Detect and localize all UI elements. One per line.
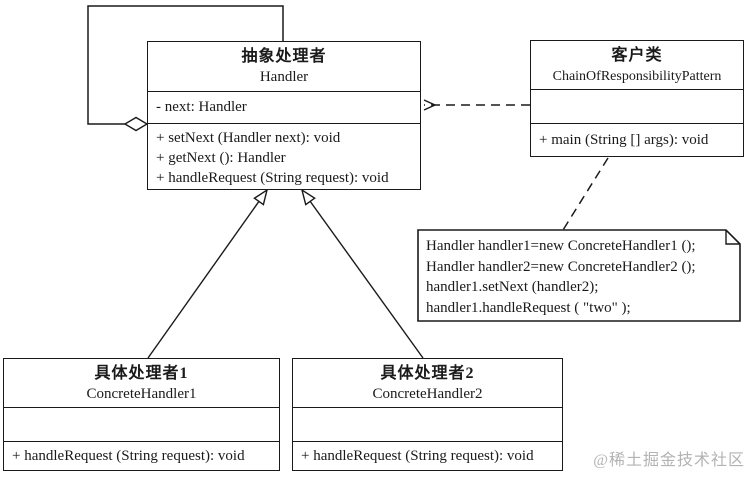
class-concrete-handler1-methods: + handleRequest (String request): void (4, 441, 279, 470)
class-handler-methods: + setNext (Handler next): void + getNext… (148, 123, 420, 189)
class-handler-attributes: - next: Handler (148, 91, 420, 123)
attribute-next: - next: Handler (156, 99, 247, 115)
class-handler: 抽象处理者 Handler - next: Handler + setNext … (147, 41, 421, 190)
class-concrete-handler2-title: 具体处理者2 ConcreteHandler2 (293, 359, 562, 407)
class-concrete-handler2-name-en: ConcreteHandler2 (372, 386, 483, 402)
class-concrete-handler2-name-cn: 具体处理者2 (380, 365, 475, 382)
method-main: + main (String [] args): void (539, 132, 709, 148)
class-concrete-handler1: 具体处理者1 ConcreteHandler1 + handleRequest … (3, 358, 280, 471)
inheritance-arrow-concrete1 (147, 188, 269, 359)
note-box (417, 229, 741, 322)
method-handlerequest: + handleRequest (String request): void (301, 448, 534, 464)
class-concrete-handler1-attributes (4, 407, 279, 441)
note-code-text: Handler handler1=new ConcreteHandler1 ()… (426, 236, 732, 318)
class-handler-name-cn: 抽象处理者 (241, 48, 327, 65)
class-client-name-cn: 客户类 (611, 47, 663, 64)
self-aggregation-connector (87, 5, 284, 132)
class-client-name-en: ChainOfResponsibilityPattern (552, 69, 722, 84)
note-connector (562, 157, 609, 231)
method-handlerequest: + handleRequest (String request): void (156, 170, 389, 186)
class-handler-name-en: Handler (259, 69, 309, 85)
class-concrete-handler2-attributes (293, 407, 562, 441)
class-handler-title: 抽象处理者 Handler (148, 42, 420, 91)
watermark-text: @稀土掘金技术社区 (593, 452, 745, 469)
inheritance-arrow-concrete2 (300, 188, 424, 359)
class-concrete-handler1-name-en: ConcreteHandler1 (86, 386, 197, 402)
class-concrete-handler1-name-cn: 具体处理者1 (94, 365, 189, 382)
class-client-methods: + main (String [] args): void (531, 123, 743, 156)
note-code-line: Handler handler1=new ConcreteHandler1 ()… (426, 238, 696, 254)
note-code-line: Handler handler2=new ConcreteHandler2 ()… (426, 258, 696, 275)
note-fold-icon (725, 230, 740, 245)
class-concrete-handler2: 具体处理者2 ConcreteHandler2 + handleRequest … (292, 358, 563, 471)
method-setnext: + setNext (Handler next): void (156, 130, 341, 146)
note-code-line: handler1.handleRequest ( "two" ); (426, 299, 631, 316)
method-getnext: + getNext (): Handler (156, 150, 286, 166)
class-concrete-handler1-title: 具体处理者1 ConcreteHandler1 (4, 359, 279, 407)
class-client-attributes (531, 89, 743, 123)
class-client: 客户类 ChainOfResponsibilityPattern + main … (530, 40, 744, 157)
class-concrete-handler2-methods: + handleRequest (String request): void (293, 441, 562, 470)
note-code-line: handler1.setNext (handler2); (426, 279, 599, 295)
method-handlerequest: + handleRequest (String request): void (12, 448, 245, 464)
class-client-title: 客户类 ChainOfResponsibilityPattern (531, 41, 743, 89)
